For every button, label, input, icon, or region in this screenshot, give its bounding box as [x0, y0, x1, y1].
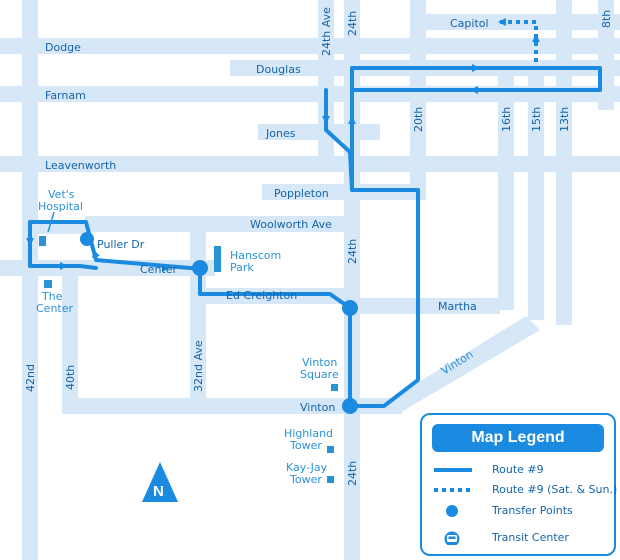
- vets-hospital-pointer: [47, 211, 55, 233]
- highland-tower-marker: [327, 446, 334, 453]
- road-42nd: [22, 0, 38, 560]
- legend-route-label: Route #9: [492, 463, 544, 476]
- label-jones: Jones: [265, 127, 296, 140]
- road-24th: [344, 0, 360, 560]
- transfer-point-vinton: [342, 398, 358, 414]
- road-20th: [410, 0, 426, 200]
- map-legend: Map Legend Route #9 Route #9 (Sat. & Sun…: [420, 413, 618, 556]
- label-24th-top: 24th: [346, 11, 359, 36]
- road-13th: [556, 0, 572, 325]
- legend-transfer-label: Transfer Points: [492, 504, 573, 517]
- label-32nd-ave: 32nd Ave: [192, 340, 205, 392]
- transfer-point-ed-creighton: [342, 300, 358, 316]
- label-42nd: 42nd: [24, 364, 37, 392]
- label-16th: 16th: [500, 107, 513, 132]
- road-24th-ave: [318, 0, 334, 160]
- route-9-hospital-loop: [28, 220, 98, 270]
- vinton-square-marker: [331, 384, 338, 391]
- label-24th-ave: 24th Ave: [320, 7, 333, 56]
- label-13th: 13th: [558, 107, 571, 132]
- transfer-point-center: [192, 260, 208, 276]
- road-martha: [350, 298, 500, 314]
- north-compass-icon: N: [142, 462, 178, 502]
- arrow-icon: [470, 86, 478, 94]
- label-farnam: Farnam: [45, 89, 86, 102]
- label-dodge: Dodge: [45, 41, 81, 54]
- label-15th: 15th: [530, 107, 543, 132]
- road-15th: [528, 60, 544, 320]
- arrow-icon: [26, 238, 34, 246]
- arrow-icon: [472, 64, 480, 72]
- road-vinton: [62, 398, 402, 414]
- road-40th: [62, 270, 78, 414]
- route-dotted-line-icon: [434, 488, 472, 492]
- label-24th-bottom: 24th: [346, 461, 359, 486]
- kayjay-tower-marker: [327, 476, 334, 483]
- legend-title: Map Legend: [432, 424, 604, 452]
- label-24th-mid: 24th: [346, 239, 359, 264]
- transfer-point-puller-dr: [80, 232, 94, 246]
- arrow-icon: [348, 116, 356, 124]
- transfer-point-icon: [446, 505, 458, 517]
- label-center: Center: [140, 263, 178, 276]
- arrow-icon: [162, 264, 170, 272]
- label-20th: 20th: [412, 107, 425, 132]
- label-ed-creighton: Ed Creighton: [226, 289, 297, 302]
- label-woolworth: Woolworth Ave: [250, 218, 332, 231]
- route-line-icon: [434, 468, 472, 472]
- transfer-points: [80, 232, 358, 414]
- arrow-icon: [498, 18, 506, 26]
- road-dodge: [0, 38, 620, 54]
- label-martha: Martha: [438, 300, 477, 313]
- compass-letter: N: [153, 483, 164, 500]
- route-9: [28, 20, 602, 408]
- label-8th: 8th: [600, 10, 613, 28]
- place-markers: [39, 236, 338, 483]
- route-9-downtown-down: [324, 88, 354, 192]
- vets-hospital-marker: [39, 236, 46, 246]
- the-center-marker: [44, 280, 52, 288]
- label-leavenworth: Leavenworth: [45, 159, 116, 172]
- bus-icon: [444, 531, 460, 545]
- label-vinton: Vinton: [300, 401, 335, 414]
- road-16th: [498, 60, 514, 310]
- arrow-icon: [532, 34, 540, 42]
- route-arrows: [26, 18, 540, 272]
- legend-route-weekend-label: Route #9 (Sat. & Sun.): [492, 483, 618, 496]
- route-9-weekend: [478, 20, 538, 70]
- label-douglas: Douglas: [256, 63, 301, 76]
- label-puller-dr: Puller Dr: [97, 238, 145, 251]
- legend-transit-center-label: Transit Center: [492, 531, 569, 544]
- arrow-icon: [60, 262, 68, 270]
- label-capitol: Capitol: [450, 17, 489, 30]
- label-40th: 40th: [64, 365, 77, 390]
- route-9-main: [78, 66, 602, 408]
- arrow-icon: [92, 250, 100, 258]
- road-leavenworth: [0, 156, 620, 172]
- street-labels: Capitol Dodge Douglas Farnam Jones Leave…: [24, 7, 613, 486]
- road-woolworth: [85, 216, 360, 232]
- hanscom-park-marker: [214, 246, 221, 272]
- label-poppleton: Poppleton: [274, 187, 329, 200]
- road-vinton-diagonal: [380, 316, 540, 414]
- arrow-icon: [322, 116, 330, 124]
